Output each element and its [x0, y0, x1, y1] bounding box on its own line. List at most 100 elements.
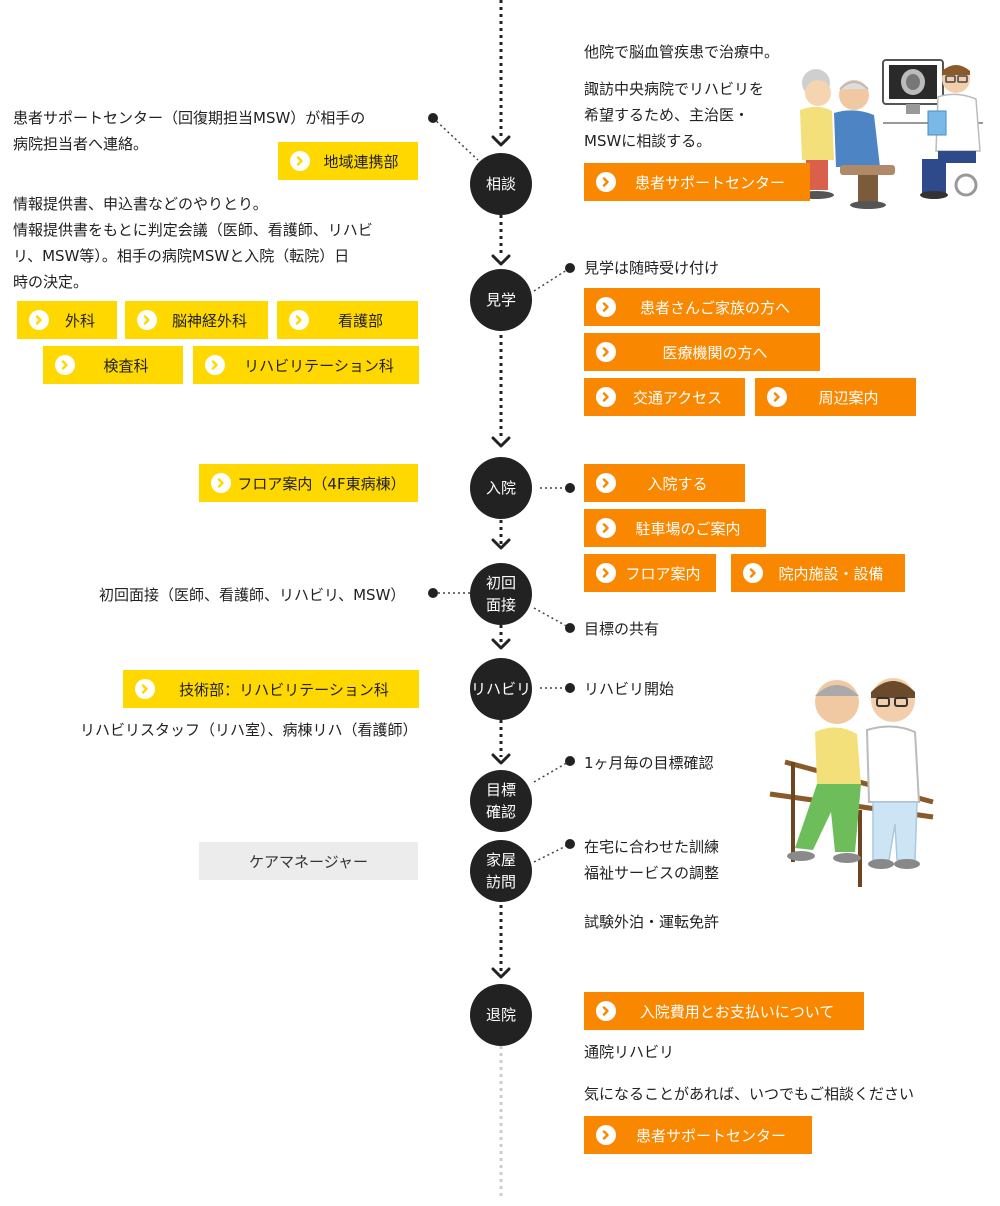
node-kengaku: 見学: [470, 269, 532, 331]
suwa-text-line1: 諏訪中央病院でリハビリを: [584, 80, 765, 98]
kengaku-text: 見学は随時受け付け: [584, 259, 720, 277]
chiiki-renkei-button[interactable]: 地域連携部: [278, 142, 418, 180]
bullet: [565, 683, 575, 693]
chevron-right-icon: [205, 355, 225, 375]
patient-support-center-button[interactable]: 患者サポートセンター: [584, 163, 810, 201]
chevron-right-icon: [767, 387, 787, 407]
info-text-line2: 情報提供書をもとに判定会議（医師、看護師、リハビ: [13, 221, 373, 239]
shuhen-annai-button[interactable]: 周辺案内: [755, 378, 916, 416]
zaitaku-text-line1: 在宅に合わせた訓練: [584, 838, 720, 856]
zaitaku-text-line2: 福祉サービスの調整: [584, 864, 720, 882]
tsuin-rehabili-text: 通院リハビリ: [584, 1043, 675, 1061]
kotsu-access-button[interactable]: 交通アクセス: [584, 378, 745, 416]
arrow-down-icon: [491, 638, 511, 650]
noushinkei-geka-button[interactable]: 脳神経外科: [125, 301, 268, 339]
chevron-right-icon: [596, 1001, 616, 1021]
patient-support-center-label: 患者サポートセンター: [634, 173, 785, 192]
chevron-right-icon: [135, 679, 155, 699]
chevron-right-icon: [596, 1125, 616, 1145]
bullet: [565, 839, 575, 849]
iryo-kikan-button[interactable]: 医療機関の方へ: [584, 333, 820, 371]
geka-label: 外科: [64, 311, 95, 330]
nyuin-suru-label: 入院する: [647, 474, 708, 493]
bullet: [565, 756, 575, 766]
gijutsu-button[interactable]: 技術部：リハビリテーション科: [123, 670, 419, 708]
chevron-right-icon: [596, 297, 616, 317]
chevron-right-icon: [137, 310, 157, 330]
node-rehabili: リハビリ: [470, 658, 532, 720]
rehabili-kaishi-text: リハビリ開始: [584, 680, 675, 698]
nyuin-hiyo-button[interactable]: 入院費用とお支払いについて: [584, 992, 864, 1030]
kensa-button[interactable]: 検査科: [43, 346, 183, 384]
arrow-down-icon: [491, 538, 511, 550]
info-text-line1: 情報提供書、申込書などのやりとり。: [13, 195, 268, 213]
shuhen-annai-label: 周辺案内: [818, 388, 879, 407]
arrow-down-icon: [491, 254, 511, 266]
kango-button[interactable]: 看護部: [277, 301, 418, 339]
arrow-down-icon: [491, 135, 511, 147]
chevron-right-icon: [596, 473, 616, 493]
arrow-down-icon: [491, 967, 511, 979]
shiken-gaihaku-text: 試験外泊・運転免許: [584, 913, 720, 931]
node-taiin: 退院: [470, 984, 532, 1046]
chevron-right-icon: [55, 355, 75, 375]
kango-label: 看護部: [337, 311, 383, 330]
shokai-text: 初回面接（医師、看護師、リハビリ、MSW）: [99, 586, 406, 604]
suwa-text-line3: MSWに相談する。: [584, 132, 712, 150]
chevron-right-icon: [29, 310, 49, 330]
chushajo-label: 駐車場のご案内: [635, 519, 741, 538]
tain-text: 他院で脳血管疾患で治療中。: [584, 43, 780, 61]
rehabilitation-illustration: [769, 678, 934, 887]
kanja-kazoku-button[interactable]: 患者さんご家族の方へ: [584, 288, 820, 326]
kanja-kazoku-label: 患者さんご家族の方へ: [639, 298, 790, 317]
patient-support-center-label-2: 患者サポートセンター: [635, 1126, 786, 1145]
rehabili-ka-button[interactable]: リハビリテーション科: [193, 346, 419, 384]
soudan-text: 気になることがあれば、いつでもご相談ください: [584, 1085, 915, 1103]
care-manager-box: ケアマネージャー: [199, 842, 418, 880]
nyuin-hiyo-label: 入院費用とお支払いについて: [639, 1002, 835, 1021]
bullet: [565, 483, 575, 493]
msw-text-line2: 病院担当者へ連絡。: [13, 135, 149, 153]
mokuhyo-kyoyu-text: 目標の共有: [584, 620, 660, 638]
node-kaoku-homon: 家屋 訪問: [470, 840, 532, 902]
chevron-right-icon: [743, 563, 763, 583]
chevron-right-icon: [596, 172, 616, 192]
gijutsu-label: 技術部：リハビリテーション科: [179, 680, 389, 699]
chiiki-renkei-label: 地域連携部: [323, 152, 399, 171]
floor-annai-button[interactable]: フロア案内: [584, 554, 716, 592]
bullet: [565, 263, 575, 273]
geka-button[interactable]: 外科: [17, 301, 117, 339]
kotsu-access-label: 交通アクセス: [632, 388, 723, 407]
nyuin-suru-button[interactable]: 入院する: [584, 464, 745, 502]
node-shokai-mensetsu: 初回 面接: [470, 563, 532, 625]
floor-4f-button[interactable]: フロア案内（4F東病棟）: [199, 464, 418, 502]
chevron-right-icon: [290, 151, 310, 171]
bullet: [428, 113, 438, 123]
info-text-line4: 時の決定。: [13, 273, 89, 291]
arrow-down-icon: [491, 436, 511, 448]
kensa-label: 検査科: [103, 356, 149, 375]
bullet: [428, 588, 438, 598]
rehabili-ka-label: リハビリテーション科: [244, 356, 394, 375]
innai-shisetsu-button[interactable]: 院内施設・設備: [731, 554, 905, 592]
chevron-right-icon: [596, 518, 616, 538]
chushajo-button[interactable]: 駐車場のご案内: [584, 509, 766, 547]
node-mokuhyo-kakunin: 目標 確認: [470, 770, 532, 832]
chevron-right-icon: [596, 563, 616, 583]
monthly-goal-text: 1ヶ月毎の目標確認: [584, 754, 714, 772]
chevron-right-icon: [289, 310, 309, 330]
staff-text: リハビリスタッフ（リハ室）、病棟リハ（看護師）: [80, 721, 418, 739]
msw-text-line1: 患者サポートセンター（回復期担当MSW）が相手の: [13, 109, 366, 127]
iryo-kikan-label: 医療機関の方へ: [662, 343, 768, 362]
info-text-line3: リ、MSW等）。相手の病院MSWと入院（転院）日: [13, 247, 350, 265]
patient-support-center-button-2[interactable]: 患者サポートセンター: [584, 1116, 812, 1154]
node-soudan: 相談: [470, 153, 532, 215]
bullet: [565, 623, 575, 633]
chevron-right-icon: [211, 473, 231, 493]
node-nyuin: 入院: [470, 457, 532, 519]
chevron-right-icon: [596, 387, 616, 407]
floor-annai-label: フロア案内: [625, 564, 701, 583]
chevron-right-icon: [596, 342, 616, 362]
noushinkei-geka-label: 脳神経外科: [171, 311, 247, 330]
